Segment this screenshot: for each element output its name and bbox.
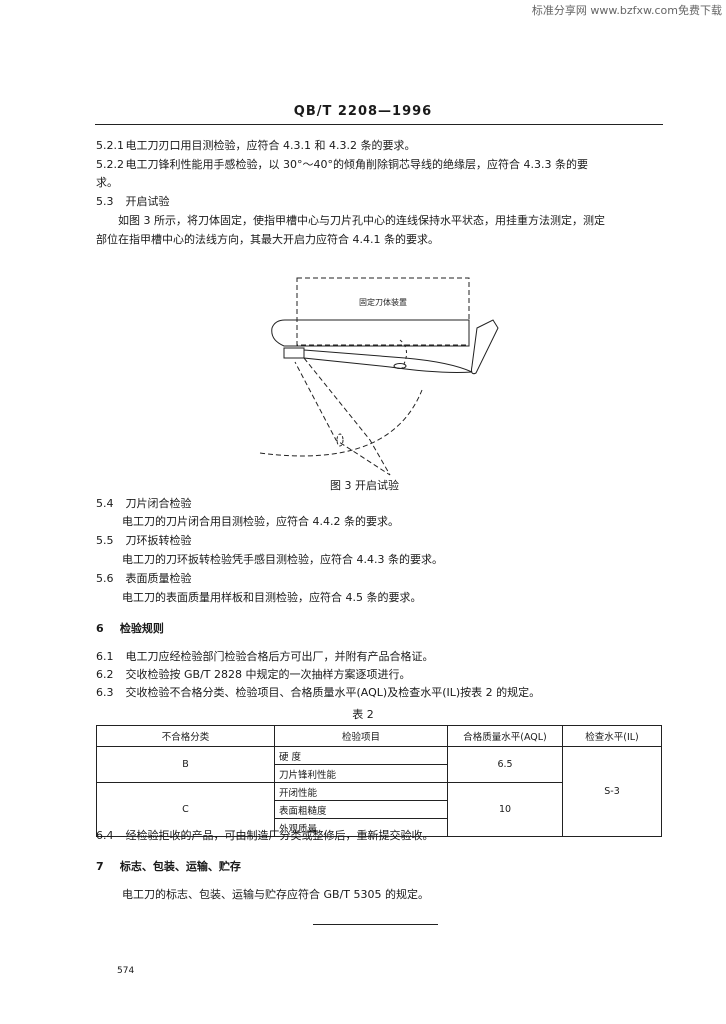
table-header-cell: 检查水平(IL) [562, 725, 662, 747]
section-7-heading: 7 标志、包装、运输、贮存 [96, 860, 241, 873]
fixture-box-lower [296, 319, 470, 346]
open-blade-hole [336, 433, 344, 447]
table-row: 外观质量 [97, 818, 662, 837]
blade-hole [393, 363, 407, 369]
clause-5-4-text: 电工刀的刀片闭合用目测检验，应符合 4.4.2 条的要求。 [122, 515, 399, 528]
table-header-cell: 不合格分类 [96, 725, 275, 747]
item-cell: 硬 度 [274, 746, 448, 765]
knife-blade [303, 349, 473, 373]
table-header-cell: 检验项目 [274, 725, 448, 747]
item-cell: 外观质量 [274, 818, 448, 837]
clause-5-5-text: 电工刀的刀环扳转检验凭手感目测检验，应符合 4.4.3 条的要求。 [122, 553, 443, 566]
class-c-cell: C [96, 782, 275, 837]
swing-arc-inner [399, 339, 407, 369]
header-rule [95, 124, 663, 125]
aql-c-cell: 10 [447, 782, 563, 837]
knife-ring [471, 319, 499, 375]
clause-6-2: 6.2 交收检验按 GB/T 2828 中规定的一次抽样方案逐项进行。 [96, 668, 411, 681]
knife-hinge [283, 347, 305, 359]
clause-5-5-heading: 5.5 刀环扳转检验 [96, 534, 192, 547]
table-2-title: 表 2 [352, 708, 374, 721]
standard-header: QB/T 2208—1996 [293, 104, 433, 119]
page-number: 574 [117, 966, 135, 976]
figure-3-caption: 图 3 开启试验 [330, 479, 399, 492]
table-row: B 硬 度 6.5 S-3 [96, 746, 662, 837]
clause-6-4: 6.4 经检验拒收的产品，可由制造厂分类或整修后，重新提交验收。 [96, 829, 434, 842]
item-cell: 开闭性能 [274, 782, 448, 801]
blade-open-position [294, 357, 391, 476]
clause-5-3-line1: 如图 3 所示，将刀体固定，使指甲槽中心与刀片孔中心的连线保持水平状态，用挂重方… [118, 214, 605, 227]
knife-body [271, 319, 470, 347]
item-cell: 表面粗糙度 [274, 800, 448, 819]
clause-5-4-heading: 5.4 刀片闭合检验 [96, 497, 192, 510]
clause-5-3-heading: 5.3 开启试验 [96, 195, 170, 208]
item-cell: 刀片锋利性能 [274, 764, 448, 783]
clause-6-3: 6.3 交收检验不合格分类、检验项目、合格质量水平(AQL)及检查水平(IL)按… [96, 686, 541, 699]
swing-arc-outer [259, 389, 423, 457]
clause-5-2-2-cont: 求。 [96, 176, 118, 189]
table-row: C 开闭性能 10 [96, 782, 662, 837]
figure-3-opening-test: 固定刀体装置 [259, 277, 499, 476]
watermark: 标准分享网 www.bzfxw.com免费下载 [531, 4, 722, 17]
section-6-heading: 6 检验规则 [96, 622, 164, 635]
table-2: 不合格分类 检验项目 合格质量水平(AQL) 检查水平(IL) B 硬 度 6.… [96, 725, 662, 837]
table-header-cell: 合格质量水平(AQL) [447, 725, 563, 747]
aql-b-cell: 6.5 [447, 746, 563, 783]
clause-5-6-text: 电工刀的表面质量用样板和目测检验，应符合 4.5 条的要求。 [122, 591, 422, 604]
il-cell: S-3 [562, 746, 662, 837]
end-rule [313, 924, 438, 925]
clause-5-2-2: 5.2.2 电工刀锋利性能用手感检验，以 30°～40°的倾角削除铜芯导线的绝缘… [96, 158, 588, 171]
clause-5-2-1: 5.2.1 电工刀刃口用目测检验，应符合 4.3.1 和 4.3.2 条的要求。 [96, 139, 416, 152]
clause-5-3-line2: 部位在指甲槽中心的法线方向，其最大开启力应符合 4.4.1 条的要求。 [96, 233, 439, 246]
clause-6-1: 6.1 电工刀应经检验部门检验合格后方可出厂，并附有产品合格证。 [96, 650, 434, 663]
fixture-label: 固定刀体装置 [359, 297, 407, 307]
clause-5-6-heading: 5.6 表面质量检验 [96, 572, 192, 585]
class-b-cell: B [96, 746, 275, 783]
table-header-row: 不合格分类 检验项目 合格质量水平(AQL) 检查水平(IL) [96, 725, 662, 747]
section-7-text: 电工刀的标志、包装、运输与贮存应符合 GB/T 5305 的规定。 [122, 888, 429, 901]
